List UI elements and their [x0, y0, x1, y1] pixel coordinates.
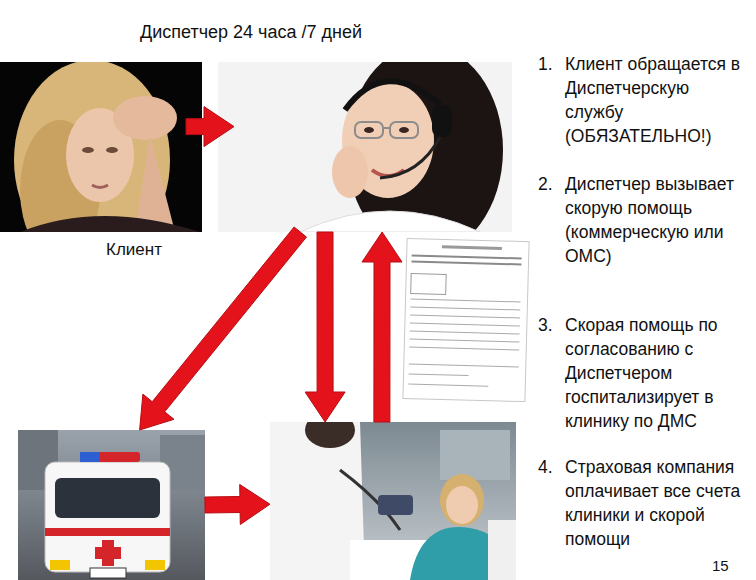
- ambulance-photo: [18, 430, 205, 580]
- flow-arrow: [186, 107, 234, 147]
- slide-title: Диспетчер 24 часа /7 дней: [140, 22, 362, 43]
- list-item: Страховая компания оплачивает все счета …: [565, 455, 751, 551]
- list-number: 3.: [538, 313, 562, 337]
- list-number: 1.: [538, 52, 562, 76]
- client-photo-box: Клиент: [0, 62, 202, 232]
- list-item: Диспетчер вызывает скорую помощь (коммер…: [565, 172, 751, 268]
- list-item: Скорая помощь по согласованию с Диспетче…: [565, 313, 751, 433]
- list-item: Клиент обращается в Диспетчерскую службу…: [565, 52, 751, 148]
- dispatcher-photo: [218, 62, 512, 232]
- node-caption: Клиент: [106, 240, 162, 260]
- flow-arrow: [362, 232, 402, 422]
- flow-arrow: [205, 485, 270, 525]
- hospital-photo: [270, 422, 516, 580]
- dispatcher-photo-box: [218, 62, 512, 232]
- list-number: 2.: [538, 172, 562, 196]
- flow-arrow: [305, 232, 345, 422]
- ambulance-photo-box: [18, 430, 205, 580]
- list-number: 4.: [538, 455, 562, 479]
- form-document: [403, 238, 529, 401]
- hospital-photo-box: [270, 422, 516, 580]
- client-photo: [0, 62, 202, 232]
- flow-arrow: [140, 227, 307, 430]
- page-number: 15: [712, 556, 746, 576]
